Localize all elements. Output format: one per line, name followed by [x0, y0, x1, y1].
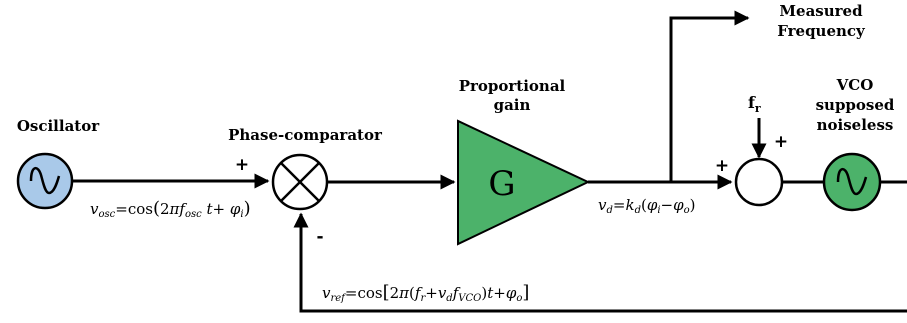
phase-comparator-label: Phase-comparator [228, 126, 383, 144]
vco-label-line2: supposed [816, 96, 895, 114]
feedback-arrow [293, 212, 907, 313]
fr-label: fr [748, 93, 761, 115]
summing-junction [734, 157, 784, 207]
oscillator-label: Oscillator [17, 117, 100, 135]
oscillator-circle [16, 152, 74, 210]
summer-plus-top-sign: + [774, 132, 788, 152]
gain-symbol: G [488, 164, 515, 204]
vco-label-line1: VCO [836, 76, 874, 94]
oscillator-source [16, 152, 74, 210]
vco-label-line3: noiseless [817, 116, 894, 134]
gain-triangle [457, 119, 591, 246]
sine-wave-icon [29, 167, 61, 195]
phase-comparator [271, 153, 329, 211]
measured-frequency-branch-arrow [669, 10, 750, 182]
svg-text:vd=kd(φi−φo): vd=kd(φi−φo) [598, 196, 696, 216]
vco-circle [822, 152, 882, 212]
v-osc-equation: vosc=cos(2πfosc t+ φi) [90, 198, 251, 220]
measured-frequency-label-line1: Measured [779, 2, 863, 20]
v-ref-equation: vref=cos[2π(fr+vdfVCO)t+φo] [322, 282, 529, 304]
measured-frequency-label-line2: Frequency [777, 22, 866, 40]
gain-label-line2: gain [494, 96, 531, 114]
vco-source [822, 152, 882, 212]
vco-sine-wave-icon [836, 168, 868, 196]
comparator-plus-sign: + [235, 155, 249, 175]
svg-text:vref=cos[2π(fr+vdfVCO)t+φo]: vref=cos[2π(fr+vdfVCO)t+φo] [322, 282, 529, 304]
svg-text:vosc=cos(2πfosc t+ φi): vosc=cos(2πfosc t+ φi) [90, 198, 251, 220]
gain-label-line1: Proportional [459, 77, 566, 95]
comparator-minus-sign: - [316, 227, 323, 247]
summer-plus-left-sign: + [715, 156, 729, 176]
v-d-equation: vd=kd(φi−φo) [598, 196, 696, 216]
